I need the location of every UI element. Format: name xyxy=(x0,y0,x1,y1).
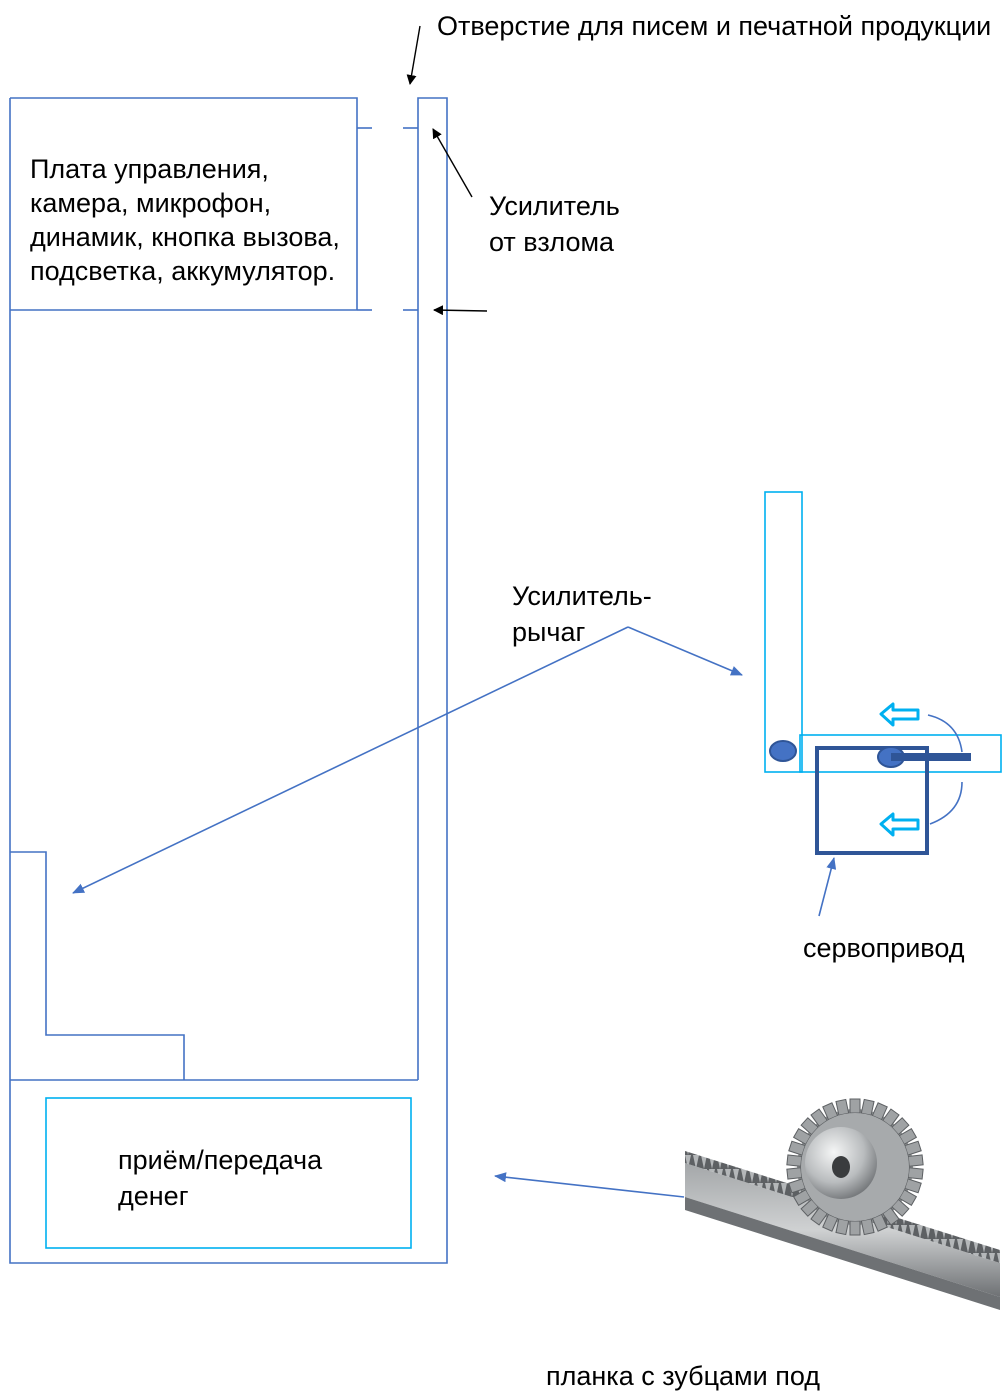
motion-arc-bottom xyxy=(929,781,963,825)
gear-rack-icon xyxy=(680,1085,1000,1330)
rack-arrow xyxy=(494,1172,685,1198)
lever-horizontal-bar xyxy=(799,734,1002,773)
servo-arrow xyxy=(818,857,837,917)
housing-outline xyxy=(9,97,448,1264)
motion-arrow-icon xyxy=(879,702,920,837)
lever-reinforcer-label: Усилитель-рычаг xyxy=(512,581,652,647)
mail-slot-dashes xyxy=(357,127,418,311)
anti-break-reinforcer-label: Усилитель от взлома xyxy=(489,191,620,257)
mail-slot-arrow xyxy=(406,25,421,85)
money-transfer-label: приём/передача денег xyxy=(118,1145,323,1211)
lever-arrow-left xyxy=(72,626,629,894)
servo-body xyxy=(815,746,929,855)
lever-arrow-right xyxy=(627,626,743,676)
money-box xyxy=(45,1097,412,1249)
mail-slot-label: Отверстие для писем и печатной продукции xyxy=(437,11,992,41)
lever-mechanism xyxy=(764,491,1002,855)
control-board-label: Плата управления, камера, микрофон, дина… xyxy=(30,154,340,286)
servo-label: сервопривод xyxy=(803,933,965,963)
motion-arc-top xyxy=(927,714,963,753)
lever-vertical-bar xyxy=(764,491,803,773)
servo-arm xyxy=(891,753,971,761)
guard-arrow-bottom xyxy=(433,305,488,316)
toothed-rack-label: планка с зубцами под xyxy=(546,1361,820,1391)
guard-arrow-top xyxy=(432,128,473,198)
lever-pivot xyxy=(769,740,797,762)
